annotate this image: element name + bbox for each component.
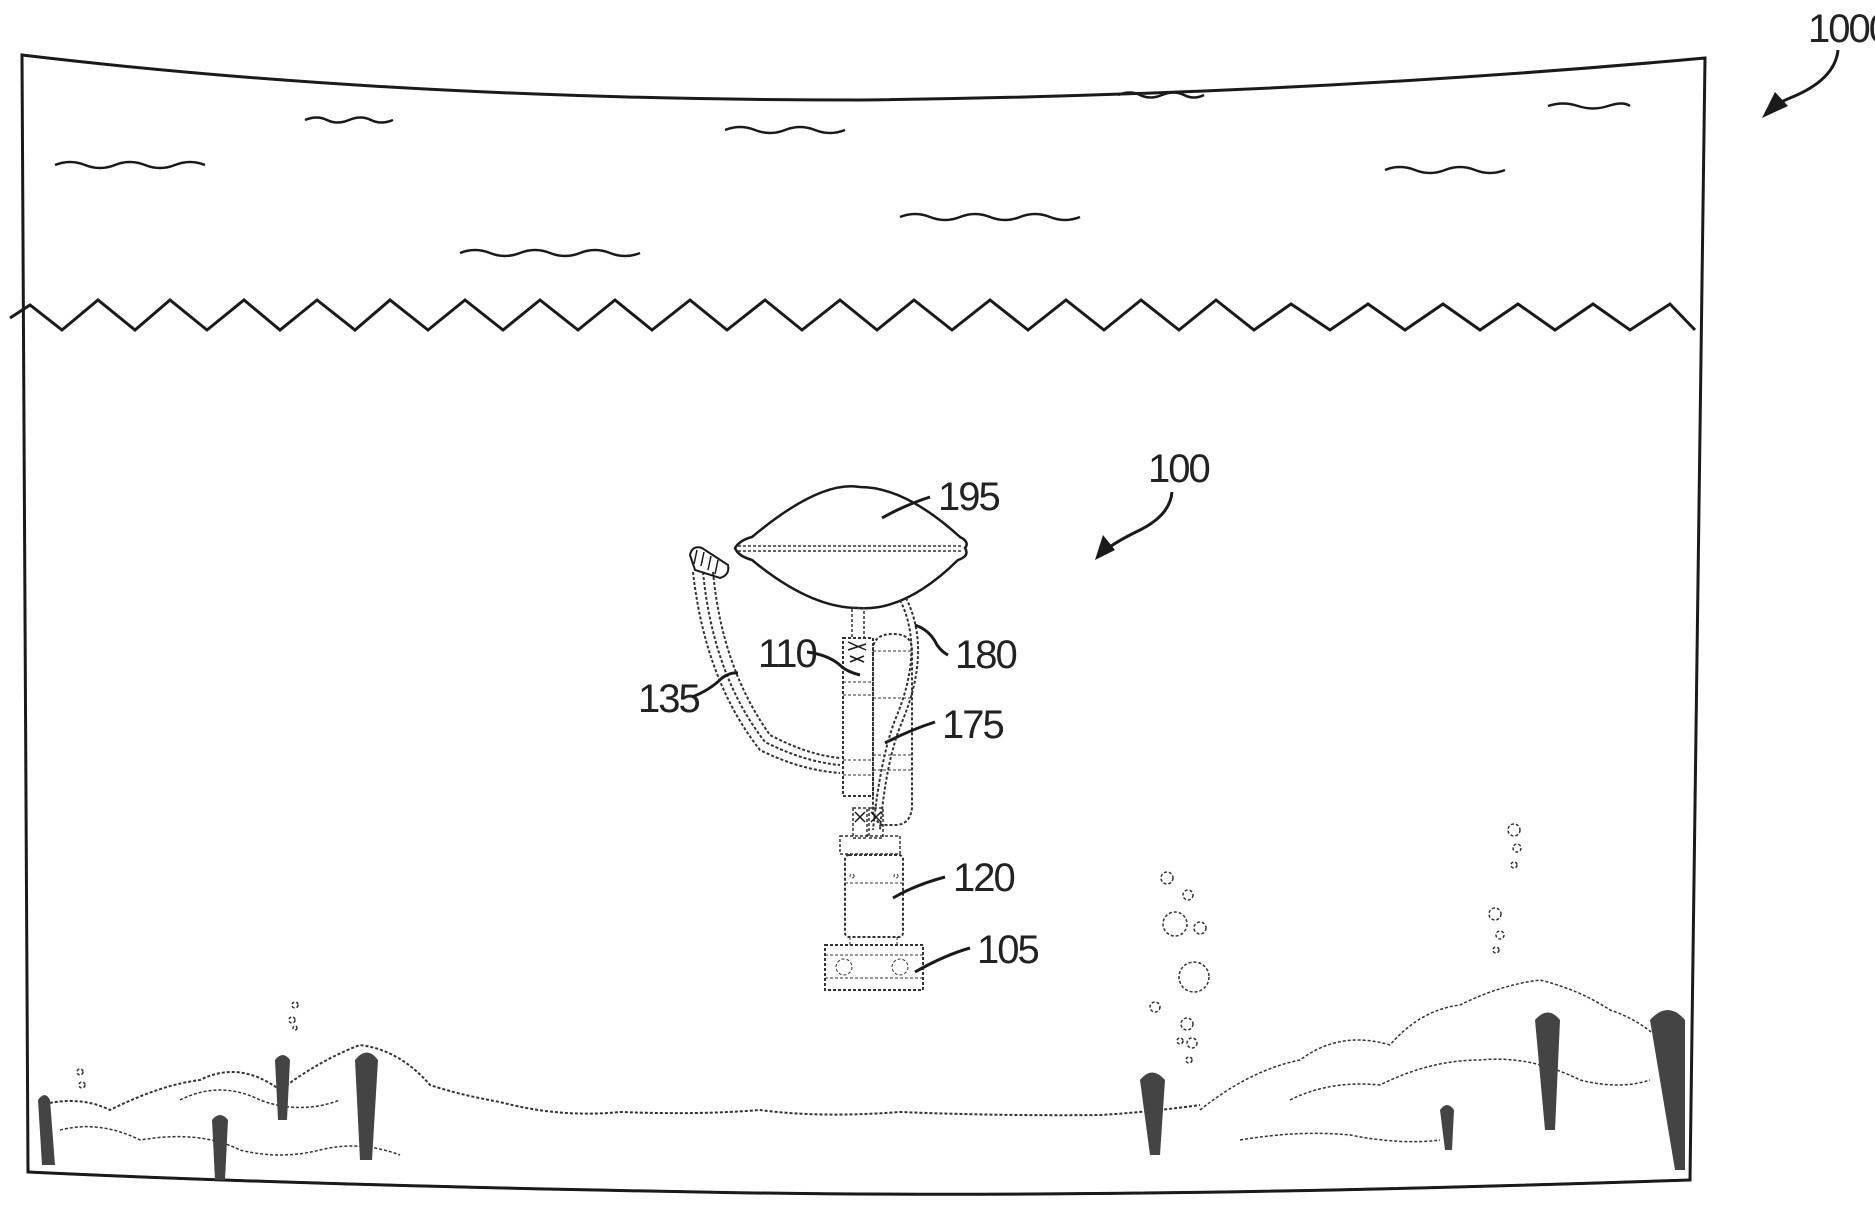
float-bladder [733, 485, 968, 610]
label-135: 135 [638, 677, 699, 721]
fern-plant [1440, 1105, 1454, 1150]
arrowhead-100 [1095, 535, 1115, 560]
leader-105 [914, 946, 971, 974]
housing-120 [844, 854, 904, 945]
label-180: 180 [955, 633, 1016, 677]
leader-135 [691, 671, 739, 699]
plants [38, 1010, 1685, 1180]
fern-plant [275, 1055, 290, 1120]
bubbles [76, 823, 1522, 1089]
leader-110 [806, 650, 861, 677]
label-105: 105 [977, 928, 1038, 972]
cable [688, 546, 841, 774]
module-110 [842, 607, 874, 797]
surface-ripples [54, 91, 1631, 258]
fern-plant [355, 1052, 378, 1160]
label-195: 195 [938, 475, 999, 519]
couplings [839, 807, 901, 855]
label-100: 100 [1148, 447, 1209, 491]
fern-plant [212, 1115, 228, 1180]
label-120: 120 [953, 856, 1014, 900]
arrow-100 [1102, 491, 1174, 554]
label-175: 175 [942, 703, 1003, 747]
hose-180 [872, 597, 919, 831]
environment-frame [20, 53, 1707, 1196]
seabed [27, 979, 1691, 1196]
leader-120 [892, 875, 946, 900]
leader-195 [881, 495, 931, 520]
cable-connector [688, 546, 730, 580]
fern-plant [1140, 1072, 1165, 1155]
leader-180 [914, 623, 949, 657]
fern-plant [38, 1095, 55, 1165]
label-1000: 1000 [1808, 7, 1875, 51]
label-110: 110 [758, 632, 817, 676]
fern-plant [1650, 1010, 1685, 1170]
tank-175 [872, 632, 913, 826]
fern-plant [1535, 1012, 1560, 1130]
water-surface [9, 298, 1697, 332]
arrowhead-1000 [1762, 92, 1788, 118]
base-105 [824, 944, 924, 991]
